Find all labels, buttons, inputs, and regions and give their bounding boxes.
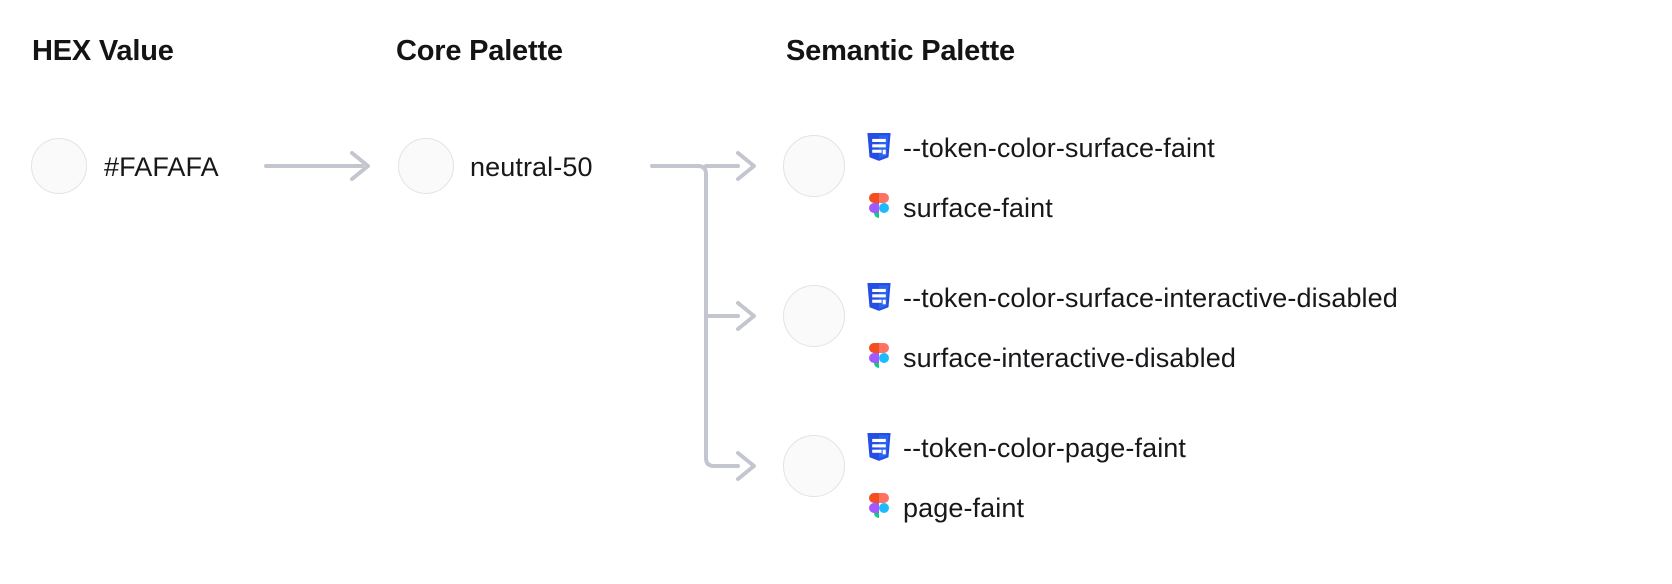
css3-icon <box>866 133 892 163</box>
figma-token-label-1: surface-faint <box>903 192 1053 223</box>
css-token-label-3: --token-color-page-faint <box>903 432 1187 463</box>
figma-token-label-2: surface-interactive-disabled <box>903 342 1236 373</box>
semantic-row-2: --token-color-surface-interactive-disabl… <box>866 268 1398 388</box>
swatch-semantic-3 <box>783 435 845 497</box>
semantic-css-token-line-1: --token-color-surface-faint <box>866 118 1215 178</box>
core-palette-label: neutral-50 <box>470 152 593 182</box>
semantic-row-3: --token-color-page-faint page-faint <box>866 418 1186 538</box>
hex-value-label: #FAFAFA <box>104 152 219 182</box>
semantic-figma-token-line-2: surface-interactive-disabled <box>866 328 1398 388</box>
branching-arrow-core-to-semantic <box>650 151 756 481</box>
semantic-css-token-line-2: --token-color-surface-interactive-disabl… <box>866 268 1398 328</box>
column-heading-semantic-palette: Semantic Palette <box>786 35 1015 67</box>
semantic-css-token-line-3: --token-color-page-faint <box>866 418 1186 478</box>
swatch-semantic-2 <box>783 285 845 347</box>
semantic-figma-token-line-1: surface-faint <box>866 178 1215 238</box>
css-token-label-1: --token-color-surface-faint <box>903 132 1215 163</box>
column-heading-core-palette: Core Palette <box>396 35 563 67</box>
semantic-row-1: --token-color-surface-faint surface-fain… <box>866 118 1215 238</box>
css3-icon <box>866 283 892 313</box>
semantic-figma-token-line-3: page-faint <box>866 478 1186 538</box>
figma-icon <box>866 493 892 523</box>
arrow-hex-to-core <box>264 151 370 181</box>
css3-icon <box>866 433 892 463</box>
swatch-core-palette <box>398 138 454 194</box>
figma-token-label-3: page-faint <box>903 492 1025 523</box>
figma-icon <box>866 343 892 373</box>
css-token-label-2: --token-color-surface-interactive-disabl… <box>903 282 1398 313</box>
swatch-hex-value <box>31 138 87 194</box>
swatch-semantic-1 <box>783 135 845 197</box>
column-heading-hex-value: HEX Value <box>32 35 174 67</box>
figma-icon <box>866 193 892 223</box>
